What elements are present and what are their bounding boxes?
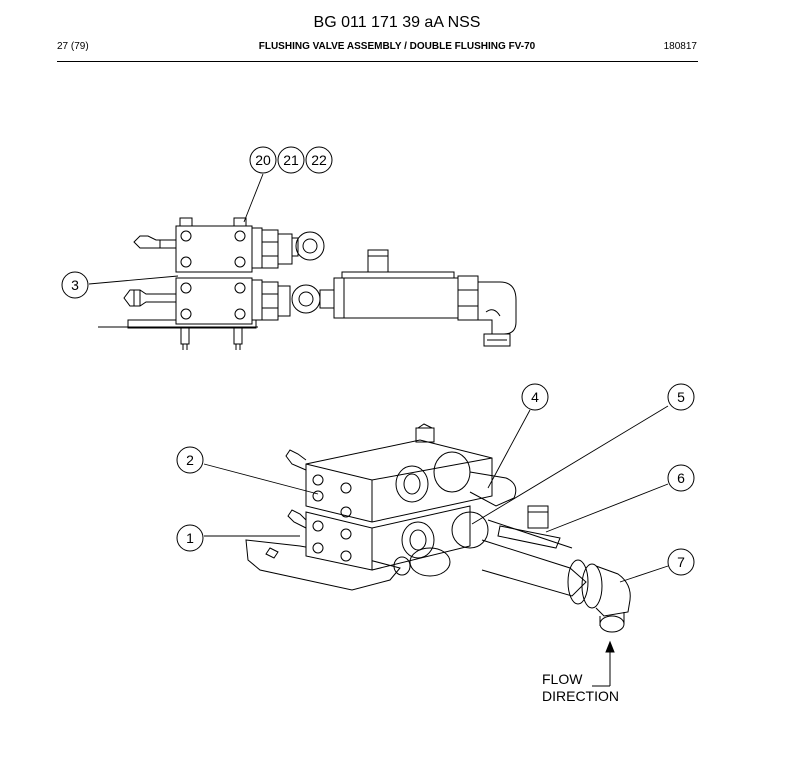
flow-arrow <box>592 640 615 687</box>
callout-1: 1 <box>176 524 204 552</box>
svg-text:2: 2 <box>186 452 194 468</box>
revision-date: 180817 <box>663 41 697 52</box>
section-title: FLUSHING VALVE ASSEMBLY / DOUBLE FLUSHIN… <box>258 41 536 52</box>
callout-22: 22 <box>305 146 333 174</box>
callout-7: 7 <box>667 548 695 576</box>
flow-label-line1: FLOW <box>542 671 583 687</box>
page-number: 27 (79) <box>57 41 89 52</box>
svg-text:20: 20 <box>255 152 271 168</box>
callout-2: 2 <box>176 446 204 474</box>
header-rule <box>57 61 698 62</box>
callout-bubbles: 20 21 22 3 4 5 2 6 <box>61 146 695 576</box>
svg-text:5: 5 <box>677 389 685 405</box>
top-view <box>98 217 517 350</box>
document-title: BG 011 171 39 aA NSS <box>313 14 481 31</box>
flow-label-line2: DIRECTION <box>542 688 619 704</box>
callout-4: 4 <box>521 383 549 411</box>
svg-text:22: 22 <box>311 152 327 168</box>
callout-3: 3 <box>61 271 89 299</box>
svg-text:7: 7 <box>677 554 685 570</box>
callout-21: 21 <box>277 146 305 174</box>
svg-text:6: 6 <box>677 470 685 486</box>
callout-20: 20 <box>249 146 277 174</box>
svg-text:4: 4 <box>531 389 539 405</box>
leader-lines <box>88 173 669 583</box>
callout-5: 5 <box>667 383 695 411</box>
callout-6: 6 <box>667 464 695 492</box>
isometric-view <box>245 423 631 633</box>
svg-text:1: 1 <box>186 530 194 546</box>
svg-text:3: 3 <box>71 277 79 293</box>
svg-text:21: 21 <box>283 152 299 168</box>
